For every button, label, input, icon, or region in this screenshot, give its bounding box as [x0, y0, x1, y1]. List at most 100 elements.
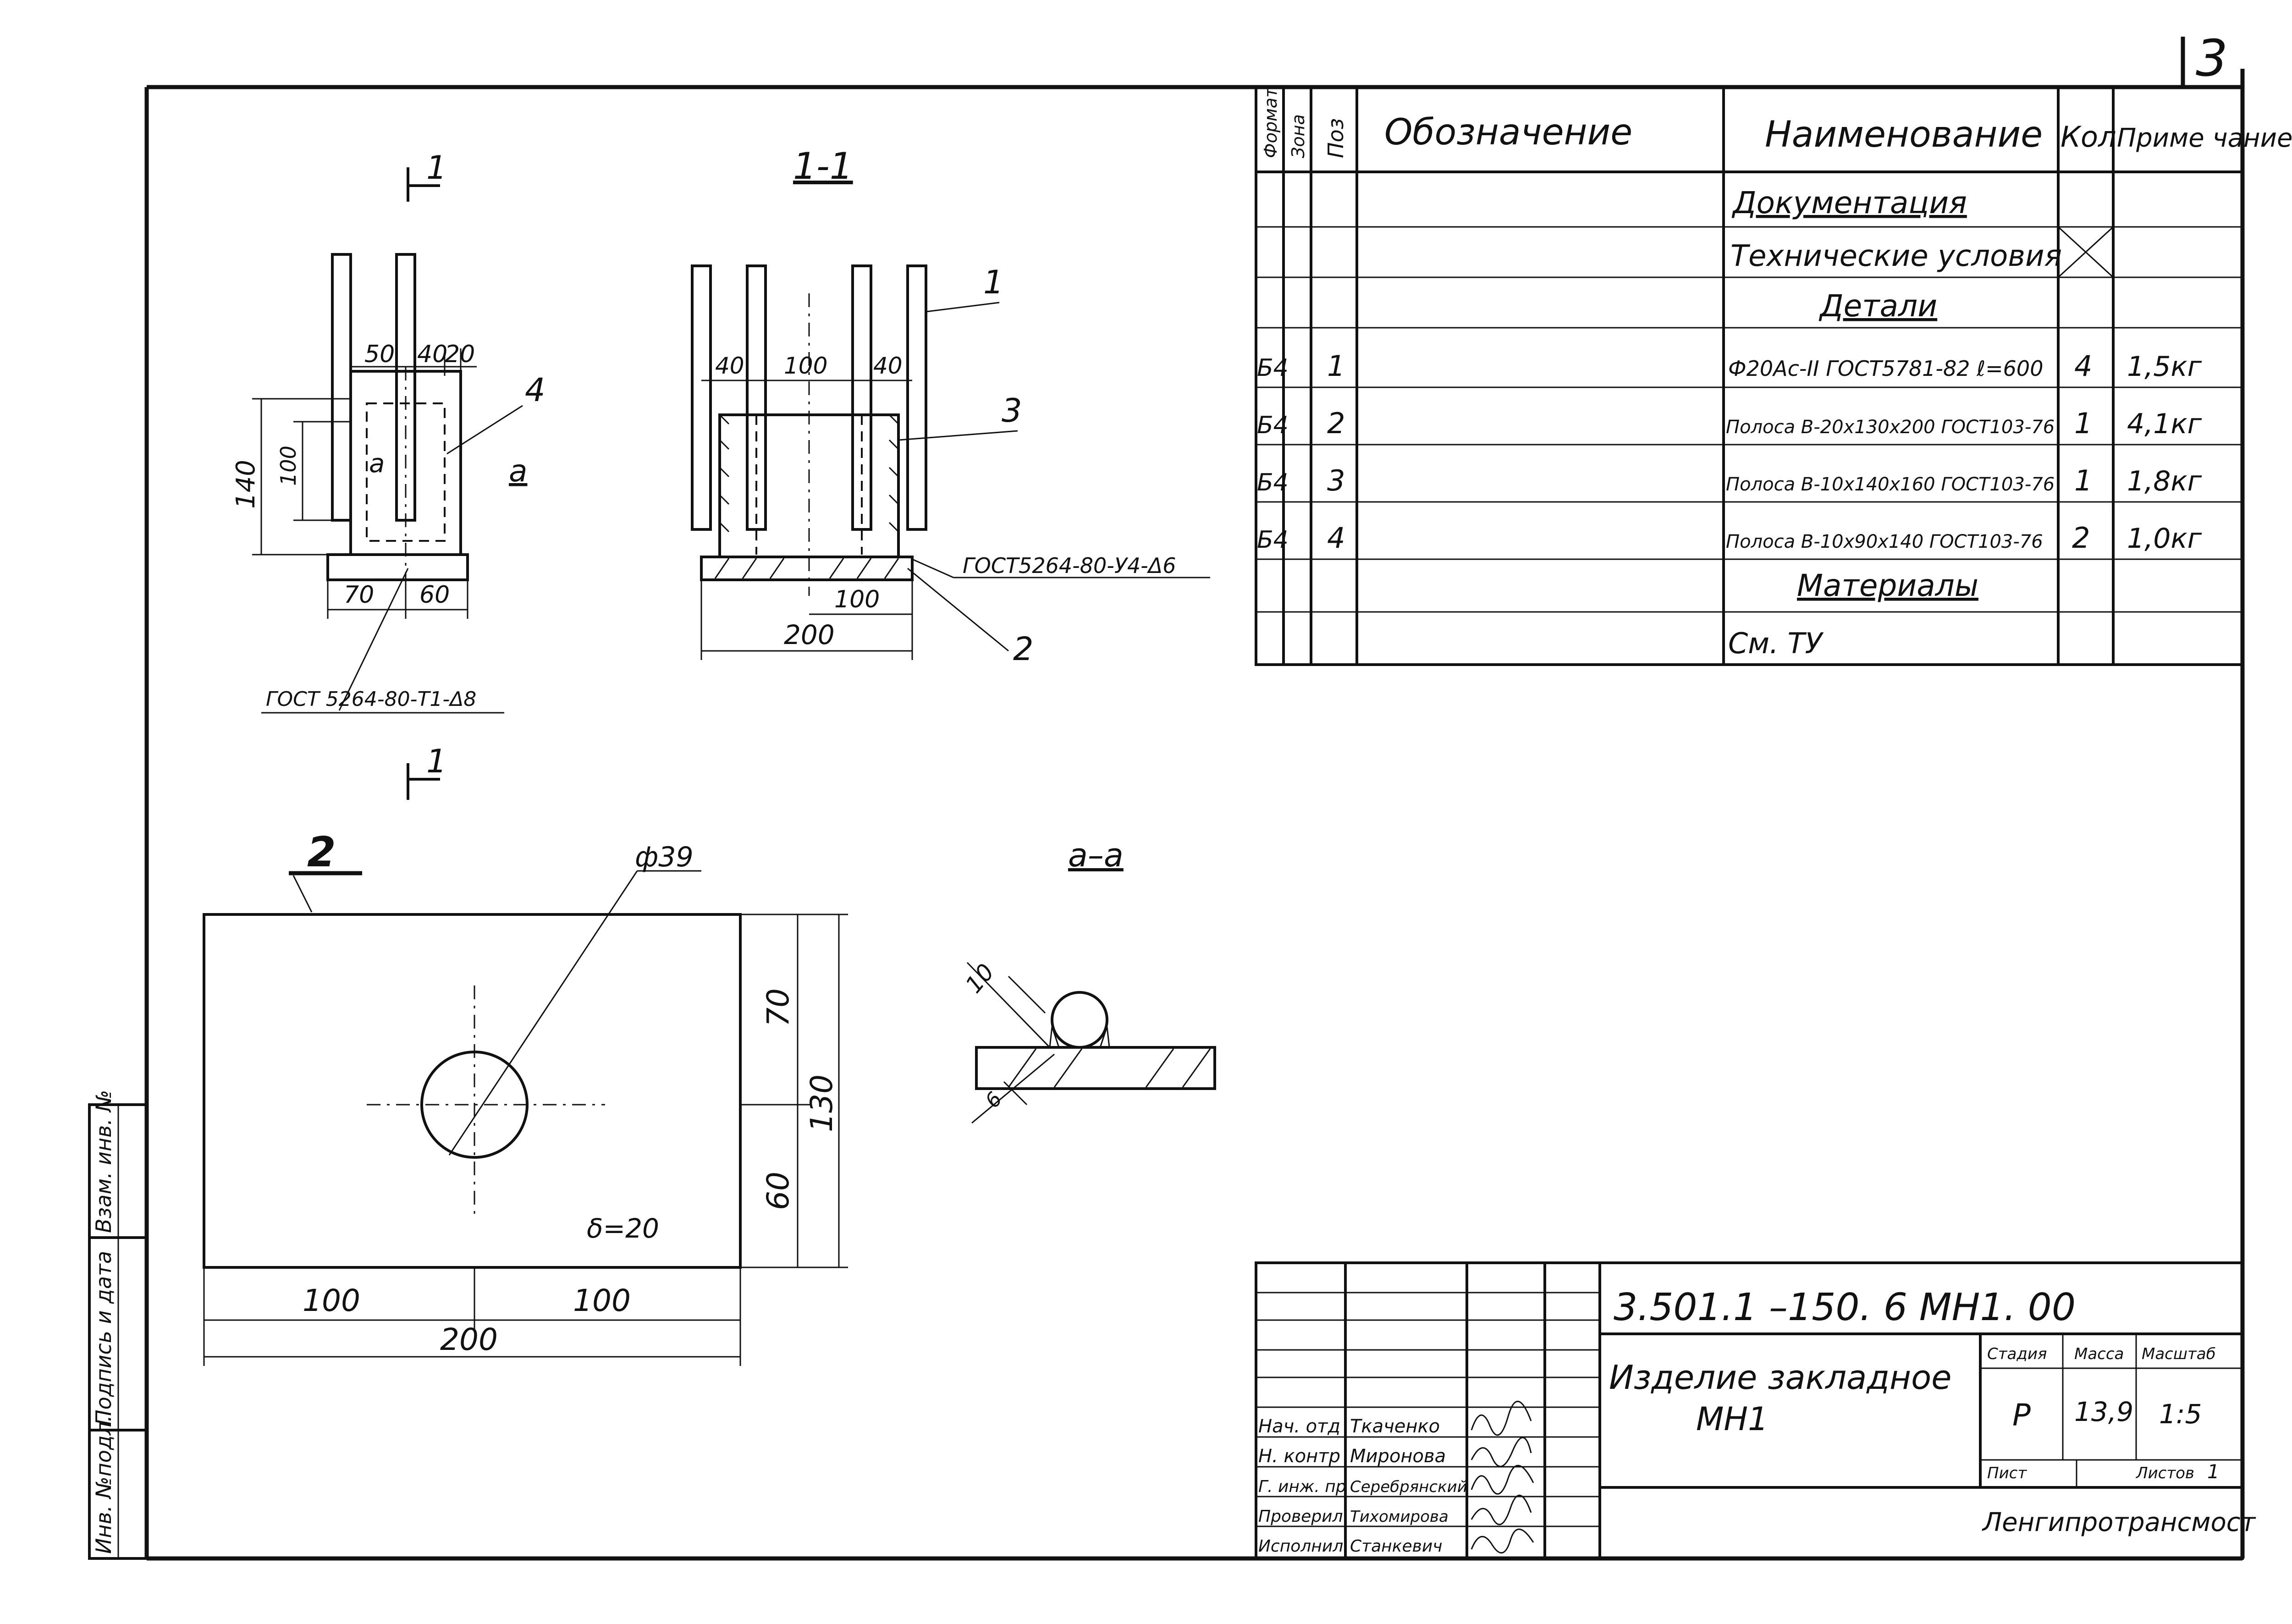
spec-row-format: Б4 — [1257, 354, 1289, 382]
sign-role: Исполнил — [1258, 1537, 1343, 1556]
spec-row-name: См. ТУ — [1728, 627, 1824, 660]
plate-dim-100a: 100 — [303, 1283, 360, 1318]
sign-role: Нач. отд — [1258, 1416, 1340, 1437]
spec-row-name: Детали — [1818, 288, 1937, 324]
strip-inv-no: Инв. №подл. — [91, 1415, 116, 1554]
spec-header-zone: Зона — [1288, 114, 1308, 158]
spec-row-note: 1,8кг — [2127, 465, 2202, 497]
detail-view — [966, 962, 1216, 1124]
front-section-mark: 1 — [426, 743, 447, 780]
strip-inv-repl: Взам. инв. № — [91, 1090, 116, 1233]
section-dim-40b: 40 — [873, 352, 903, 379]
drawing-code: 3.501.1 –150. 6 МН1. 00 — [1614, 1286, 2076, 1329]
spec-row-name: Документация — [1731, 185, 1967, 220]
sign-role: Н. контр — [1258, 1446, 1340, 1467]
spec-header-pos: Поз — [1323, 118, 1348, 158]
spec-row-format: Б4 — [1257, 526, 1289, 554]
section-view — [691, 264, 1210, 660]
sign-name: Серебрянский — [1350, 1478, 1467, 1496]
product-code: МН1 — [1696, 1400, 1769, 1438]
front-dim-70: 70 — [344, 581, 374, 609]
sign-name: Тихомирова — [1350, 1508, 1449, 1526]
plate-pos-2: 2 — [307, 828, 336, 876]
front-pos-4: 4 — [525, 371, 545, 409]
stamp-sheets: 1 — [2207, 1460, 2220, 1483]
stamp-stage: Р — [2012, 1398, 2031, 1433]
spec-row-pos: 1 — [1327, 349, 1345, 383]
organization: Ленгипротрансмост — [1982, 1508, 2256, 1537]
section-weld-note: ГОСТ5264-80-У4-Δ6 — [963, 553, 1176, 578]
front-section-mark: 1 — [426, 149, 447, 187]
spec-row-note: 1,5кг — [2127, 351, 2202, 383]
spec-row-note: 4,1кг — [2127, 408, 2202, 440]
sign-role: Г. инж. пр — [1258, 1477, 1346, 1496]
section-pos-2: 2 — [1013, 630, 1034, 668]
section-dim-200: 200 — [784, 619, 835, 650]
front-view — [252, 167, 523, 800]
detail-dim-10: 10 — [960, 959, 999, 998]
plate-dim-200: 200 — [440, 1322, 498, 1357]
plate-thickness: δ=20 — [587, 1213, 659, 1244]
detail-title: а–а — [1068, 837, 1124, 874]
spec-header-format: Формат — [1261, 87, 1281, 158]
front-section-ref: а — [509, 453, 527, 489]
spec-row-name: Полоса В-10х140х160 ГОСТ103-76 — [1726, 474, 2055, 495]
spec-row-name: Ф20Ас-II ГОСТ5781-82 ℓ=600 — [1728, 356, 2043, 381]
spec-row-qty: 1 — [2074, 464, 2092, 497]
stamp-scale: 1:5 — [2159, 1398, 2202, 1430]
spec-header-name: Наименование — [1765, 114, 2043, 155]
stamp-mass: 13,9 — [2074, 1396, 2133, 1427]
sign-name: Миронова — [1350, 1446, 1446, 1467]
section-dim-100-bottom: 100 — [834, 586, 880, 613]
stamp-header-sheets: Листов — [2135, 1464, 2194, 1482]
plate-dim-60: 60 — [760, 1172, 796, 1210]
product-title: Изделие закладное — [1609, 1358, 1951, 1397]
signature-marks — [1471, 1401, 1534, 1554]
spec-row-qty: 1 — [2074, 407, 2092, 440]
spec-row-format: Б4 — [1257, 412, 1289, 439]
spec-row-qty: 2 — [2072, 521, 2090, 555]
section-title: 1-1 — [793, 145, 853, 187]
front-weld-note: ГОСТ 5264-80-Т1-Δ8 — [266, 688, 476, 711]
stamp-header-stage: Стадия — [1987, 1345, 2047, 1363]
spec-row-name: Технические условия — [1730, 239, 2062, 273]
spec-table-grid — [1255, 86, 2244, 666]
plate-dim-70: 70 — [760, 988, 796, 1027]
side-strip — [88, 1103, 148, 1560]
section-pos-1: 1 — [983, 264, 1004, 301]
plate-view — [203, 870, 848, 1366]
stamp-header-mass: Масса — [2074, 1345, 2124, 1363]
spec-header-designation: Обозначение — [1384, 112, 1632, 153]
front-dim-100: 100 — [276, 446, 301, 486]
spec-row-qty: 4 — [2074, 349, 2092, 383]
spec-row-name: Полоса В-10х90х140 ГОСТ103-76 — [1726, 531, 2043, 552]
section-dim-100: 100 — [784, 352, 827, 379]
sign-role: Проверил — [1258, 1507, 1343, 1526]
stamp-header-sheet: Пист — [1987, 1464, 2027, 1482]
spec-row-pos: 3 — [1327, 464, 1345, 497]
section-dim-40a: 40 — [715, 352, 744, 379]
detail-dim-6: 6 — [981, 1088, 1007, 1112]
front-dim-20: 20 — [445, 341, 475, 368]
stamp-header-scale: Масштаб — [2142, 1345, 2216, 1363]
spec-row-pos: 4 — [1327, 521, 1345, 555]
strip-sign-date: Подпись и дата — [91, 1251, 116, 1426]
front-weld-label: а — [369, 449, 385, 479]
front-dim-40: 40 — [417, 341, 447, 368]
spec-row-name: Материалы — [1797, 568, 1978, 603]
spec-row-format: Б4 — [1257, 469, 1289, 496]
sign-name: Станкевич — [1350, 1537, 1442, 1556]
plate-hole-dia: ф39 — [635, 841, 694, 873]
spec-header-qty: Кол — [2061, 120, 2116, 154]
front-dim-140: 140 — [231, 460, 261, 509]
spec-row-name: Полоса В-20х130х200 ГОСТ103-76 — [1726, 417, 2055, 438]
plate-dim-100b: 100 — [573, 1283, 631, 1318]
sign-name: Ткаченко — [1350, 1416, 1440, 1437]
plate-dim-130: 130 — [804, 1074, 839, 1132]
sheet-number: 3 — [2196, 29, 2228, 88]
title-block-grid — [1255, 1261, 2244, 1560]
front-dim-60: 60 — [419, 581, 450, 609]
spec-row-note: 1,0кг — [2127, 523, 2202, 555]
spec-row-pos: 2 — [1327, 407, 1345, 440]
